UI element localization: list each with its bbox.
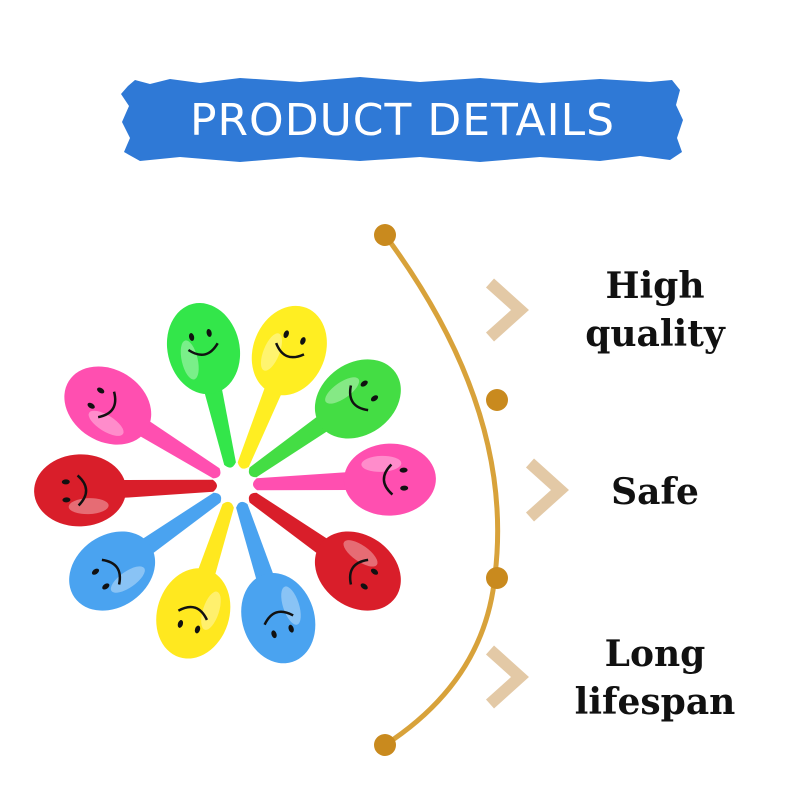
chevron-right-icon: [485, 278, 529, 342]
feature-line: Safe: [611, 471, 699, 513]
smiley-face-icon: [177, 605, 209, 634]
feature-line: lifespan: [574, 681, 736, 723]
maraca-highlight: [88, 410, 124, 436]
maraca: [156, 501, 234, 659]
maraca: [166, 303, 241, 468]
maraca-head: [314, 531, 401, 611]
timeline-dot: [486, 567, 508, 589]
maraca-head: [156, 568, 231, 659]
maraca: [248, 359, 401, 478]
maraca-handle: [203, 385, 236, 468]
maraca: [248, 492, 401, 611]
smiley-face-icon: [61, 474, 88, 507]
maraca-highlight: [281, 586, 301, 625]
timeline-arc: [382, 233, 501, 748]
maraca-handle: [237, 384, 283, 469]
maracas-illustration: [34, 303, 436, 664]
maraca-head: [34, 454, 127, 527]
smiley-face-icon: [91, 558, 122, 590]
maraca-highlight: [325, 377, 360, 404]
maraca-handle: [252, 471, 351, 491]
page-title: PRODUCT DETAILS: [189, 95, 616, 146]
feature-safe: Safe: [525, 468, 785, 516]
maraca: [237, 305, 327, 469]
smiley-face-icon: [382, 463, 409, 496]
maraca-head: [69, 531, 156, 611]
smiley-face-icon: [187, 328, 219, 357]
feature-high-quality: High quality: [525, 262, 785, 358]
smiley-face-icon: [348, 380, 379, 412]
maraca-head: [64, 366, 152, 445]
chevron-right-icon: [485, 645, 529, 709]
maraca-head: [166, 303, 241, 395]
feature-long-lifespan: Long lifespan: [525, 630, 785, 726]
feature-line: High: [605, 265, 705, 307]
maraca: [236, 501, 316, 664]
chevron-right-icon: [525, 458, 569, 522]
smiley-face-icon: [348, 558, 379, 590]
maraca: [69, 492, 222, 611]
maraca-highlight: [260, 333, 283, 371]
maraca-head: [314, 359, 401, 439]
maraca-highlight: [68, 498, 109, 515]
maraca-handle: [248, 492, 331, 556]
smiley-face-icon: [274, 330, 306, 359]
maraca-highlight: [343, 540, 378, 567]
maraca: [64, 366, 221, 479]
timeline-dot: [374, 734, 396, 756]
maraca: [34, 454, 218, 527]
timeline-dot: [486, 389, 508, 411]
maraca-head: [241, 573, 316, 664]
maraca-handle: [236, 501, 275, 583]
smiley-face-icon: [263, 610, 294, 639]
maraca-handle: [136, 419, 221, 479]
maraca-highlight: [361, 455, 402, 472]
maraca-head: [251, 305, 327, 396]
maraca-handle: [197, 501, 234, 579]
maraca-handle: [139, 492, 222, 556]
feature-line: quality: [585, 313, 725, 355]
maraca-highlight: [110, 566, 145, 593]
title-banner-background: [121, 77, 683, 162]
timeline-dot: [374, 224, 396, 246]
maraca-highlight: [180, 340, 199, 380]
maraca-handle: [119, 479, 218, 499]
feature-line: Long: [604, 633, 706, 675]
maraca-head: [343, 443, 436, 516]
maraca: [252, 443, 436, 516]
smiley-face-icon: [87, 387, 117, 419]
maraca-handle: [248, 414, 331, 478]
